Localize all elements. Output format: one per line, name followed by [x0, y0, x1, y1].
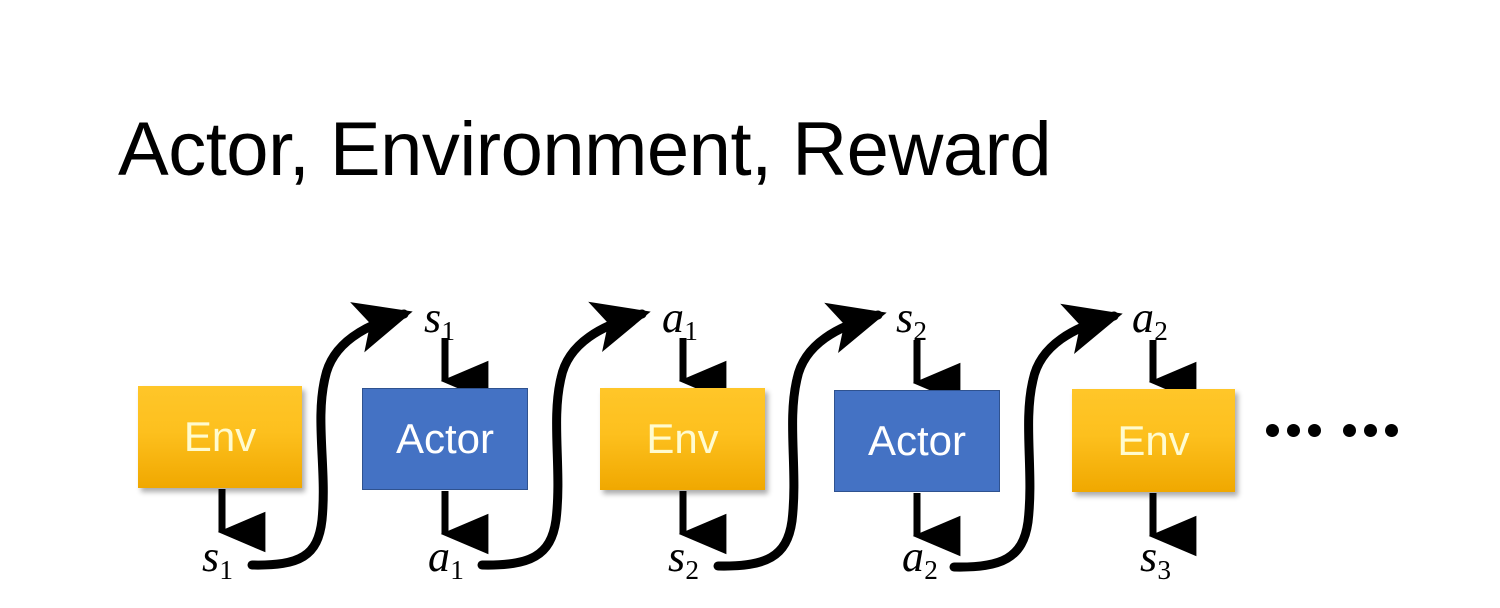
symbol: a — [662, 293, 684, 342]
symbol: s — [896, 293, 914, 342]
ellipsis-dot — [1385, 424, 1398, 437]
curve-s1 — [247, 302, 413, 570]
node-label: Actor — [395, 415, 495, 462]
subscript: 2 — [685, 555, 700, 586]
symbol: a — [1132, 293, 1154, 342]
subscript: 2 — [1154, 316, 1168, 347]
node-env-2[interactable]: Env — [600, 388, 765, 490]
node-env-3[interactable]: Env — [1072, 389, 1235, 492]
label-output-s3: s3 — [1140, 532, 1171, 584]
node-label: Env — [1117, 416, 1190, 464]
symbol: s — [668, 532, 686, 581]
node-label: Env — [183, 413, 257, 460]
node-label: Env — [646, 415, 719, 462]
subscript: 3 — [1157, 555, 1172, 586]
ellipsis-dot — [1266, 424, 1279, 437]
subscript: 1 — [219, 555, 234, 586]
label-output-a2: a2 — [902, 532, 938, 584]
node-env-1[interactable]: Env — [138, 386, 302, 488]
continuation-ellipsis — [1266, 424, 1398, 437]
ellipsis-dot — [1364, 424, 1377, 437]
symbol: s — [202, 532, 220, 581]
symbol: s — [424, 293, 442, 342]
label-output-s2: s2 — [668, 532, 699, 584]
subscript: 1 — [441, 316, 456, 347]
ellipsis-gap — [1329, 430, 1335, 431]
curve-a2 — [949, 303, 1123, 572]
node-actor-1[interactable]: Actor — [362, 388, 528, 490]
curve-s2 — [713, 302, 887, 571]
label-output-s1: s1 — [202, 532, 233, 584]
subscript: 1 — [684, 316, 698, 347]
ellipsis-dot — [1308, 424, 1321, 437]
page-title: Actor, Environment, Reward — [118, 107, 1052, 192]
node-label: Actor — [867, 417, 967, 464]
subscript: 2 — [924, 555, 938, 586]
ellipsis-dot — [1343, 424, 1356, 437]
label-action-a1: a1 — [662, 293, 698, 345]
label-action-a2: a2 — [1132, 293, 1168, 345]
subscript: 1 — [450, 555, 464, 586]
label-state-s2: s2 — [896, 293, 927, 345]
subscript: 2 — [913, 316, 928, 347]
symbol: a — [902, 532, 924, 581]
label-output-a1: a1 — [428, 532, 464, 584]
node-actor-2[interactable]: Actor — [834, 390, 1000, 492]
curve-a1 — [477, 301, 651, 570]
label-state-s1: s1 — [424, 293, 455, 345]
ellipsis-dot — [1287, 424, 1300, 437]
symbol: a — [428, 532, 450, 581]
symbol: s — [1140, 532, 1158, 581]
